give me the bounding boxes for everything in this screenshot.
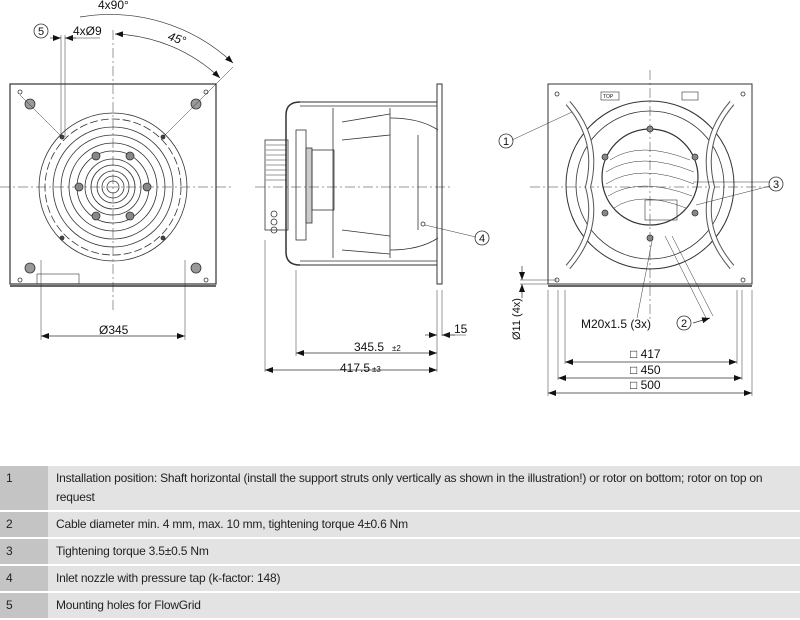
legend-text: Cable diameter min. 4 mm, max. 10 mm, ti… bbox=[56, 517, 408, 531]
legend-number: 1 bbox=[0, 466, 48, 510]
angle-half-label: 45° bbox=[166, 29, 188, 48]
technical-drawing: 4x90° 45° 5 4xØ9 Ø345 bbox=[0, 0, 784, 396]
thread-label: M20x1.5 (3x) bbox=[581, 317, 651, 331]
top-mark: TOP bbox=[603, 94, 614, 100]
callout-5: 5 bbox=[38, 26, 44, 38]
flange-label: 15 bbox=[454, 322, 468, 336]
square-500-label: □ 500 bbox=[630, 378, 661, 392]
callout-2: 2 bbox=[681, 318, 687, 330]
legend-row: 1 Installation position: Shaft horizonta… bbox=[0, 466, 800, 510]
holes-label: 4xØ9 bbox=[73, 24, 102, 38]
square-417-label: □ 417 bbox=[630, 347, 661, 361]
legend-row: 4 Inlet nozzle with pressure tap (k-fact… bbox=[0, 566, 800, 591]
legend-text: Mounting holes for FlowGrid bbox=[56, 598, 201, 612]
callout-1: 1 bbox=[503, 136, 509, 148]
legend-number: 2 bbox=[0, 512, 48, 537]
length-outer-label: 417.5 bbox=[340, 361, 370, 375]
legend-number: 4 bbox=[0, 566, 48, 591]
legend-number: 3 bbox=[0, 539, 48, 564]
holes-label-rear: Ø11 (4x) bbox=[511, 298, 523, 340]
legend-number: 5 bbox=[0, 593, 48, 618]
length-outer-tolerance: ±3 bbox=[372, 365, 381, 374]
legend-text: Inlet nozzle with pressure tap (k-factor… bbox=[56, 571, 281, 585]
diameter-label: Ø345 bbox=[99, 323, 129, 337]
legend-text: Tightening torque 3.5±0.5 Nm bbox=[56, 544, 209, 558]
legend-row: 3 Tightening torque 3.5±0.5 Nm bbox=[0, 539, 800, 564]
legend-text: Installation position: Shaft horizontal … bbox=[56, 471, 763, 504]
legend-row: 5 Mounting holes for FlowGrid bbox=[0, 593, 800, 618]
legend-table: 1 Installation position: Shaft horizonta… bbox=[0, 466, 800, 620]
length-inner-tolerance: ±2 bbox=[392, 344, 401, 353]
angle-total-label: 4x90° bbox=[98, 0, 129, 12]
legend-row: 2 Cable diameter min. 4 mm, max. 10 mm, … bbox=[0, 512, 800, 537]
length-inner-label: 345.5 bbox=[354, 340, 384, 354]
rear-view bbox=[498, 70, 784, 396]
callout-4: 4 bbox=[479, 233, 485, 245]
front-view bbox=[0, 14, 234, 340]
callout-3: 3 bbox=[773, 179, 779, 191]
side-view bbox=[255, 83, 490, 373]
square-450-label: □ 450 bbox=[630, 363, 661, 377]
